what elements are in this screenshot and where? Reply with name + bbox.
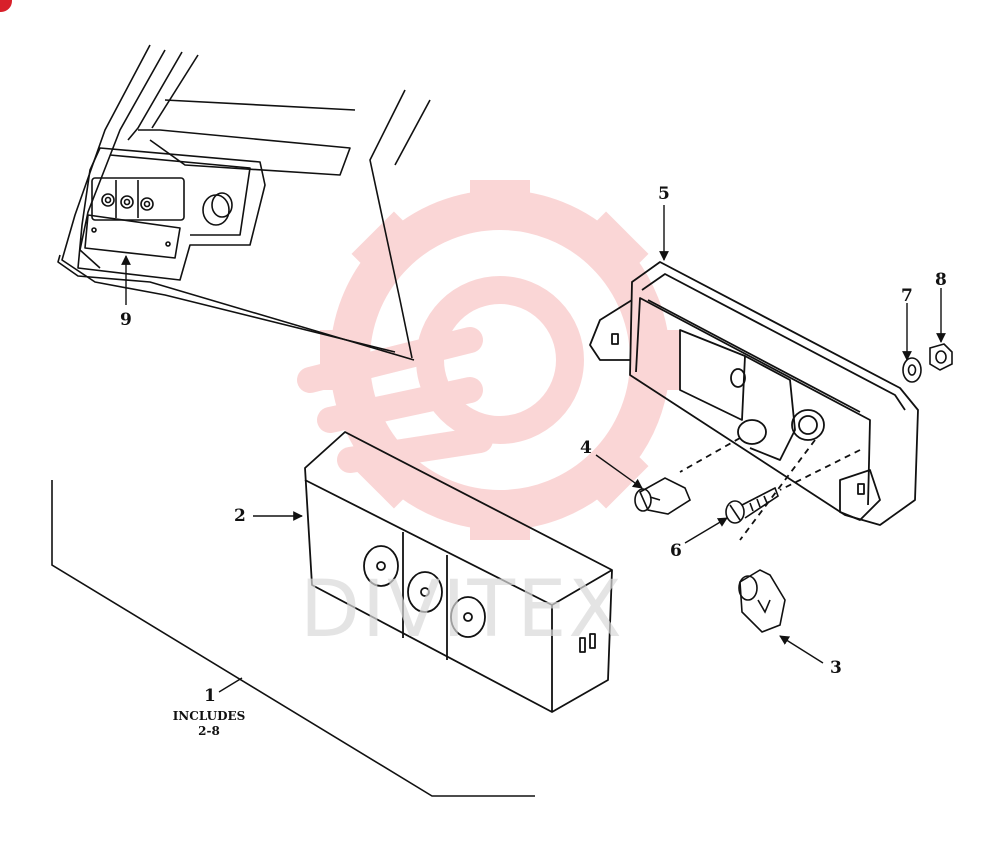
callout-3: 3	[830, 658, 842, 678]
large-bulb	[738, 569, 786, 633]
callout-9: 9	[120, 310, 132, 330]
assembly-group-line	[51, 480, 535, 797]
watermark-gear-logo	[297, 180, 680, 540]
callout-7: 7	[901, 286, 913, 306]
lock-washer	[902, 357, 922, 383]
callout-1-note-line2: 2-8	[198, 724, 220, 738]
callout-1: 1	[204, 686, 216, 706]
callout-1-note-line1: INCLUDES	[172, 709, 246, 723]
leader-lines	[121, 205, 946, 693]
lamp-lens	[304, 431, 613, 713]
callout-5: 5	[658, 184, 670, 204]
screw	[725, 486, 779, 524]
small-bulb	[634, 477, 691, 515]
callout-8: 8	[935, 270, 947, 290]
callout-4: 4	[580, 438, 592, 458]
hex-nut	[929, 343, 953, 371]
callout-6: 6	[670, 541, 682, 561]
callout-2: 2	[234, 506, 246, 526]
watermark-text: DIVITEX	[300, 565, 624, 655]
lamp-housing	[589, 261, 919, 541]
body-panel-view	[57, 44, 431, 361]
